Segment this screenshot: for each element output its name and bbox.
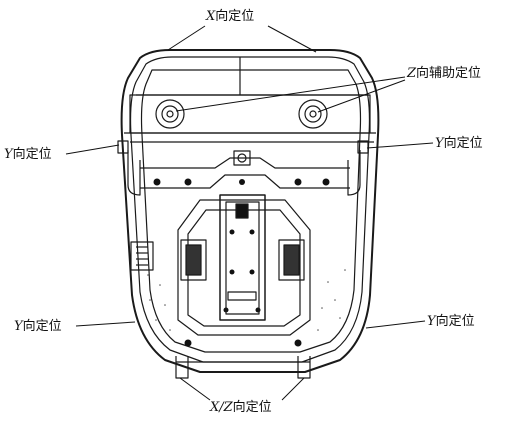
label-y-left-lower: Y向定位	[14, 319, 62, 334]
leader-z-right	[317, 79, 406, 113]
center-nub	[233, 150, 251, 166]
label-z-aux: Z向辅助定位	[407, 66, 482, 81]
center-bracket	[219, 194, 266, 321]
module-right	[278, 239, 305, 281]
y-tab-right	[357, 140, 369, 154]
label-xz-bottom: X/Z向定位	[210, 400, 272, 415]
label-y-right-upper: Y向定位	[435, 136, 483, 151]
housing-outline	[120, 49, 380, 373]
module-left	[180, 239, 207, 281]
left-connector	[130, 241, 154, 271]
label-y-left-upper: Y向定位	[4, 147, 52, 162]
z-pad-left	[155, 99, 185, 129]
leader-y-left-upper	[65, 144, 120, 155]
label-x-top: X向定位	[206, 9, 255, 24]
label-y-right-lower: Y向定位	[427, 314, 475, 329]
bolt-holes	[153, 178, 330, 347]
leader-y-left-lower	[75, 321, 136, 327]
leader-x-top-left	[167, 25, 206, 51]
leader-z-left	[175, 76, 406, 112]
leader-xz-left	[179, 377, 211, 401]
leader-xz-right	[281, 377, 305, 401]
texture-dots	[147, 269, 346, 331]
housing-inner2	[140, 69, 362, 353]
leader-lines	[65, 25, 434, 401]
y-tab-left	[117, 140, 129, 154]
center-label-plate	[227, 291, 257, 301]
leader-y-right-upper	[366, 142, 434, 149]
leader-x-top-right	[267, 25, 317, 53]
z-pad-right	[298, 99, 328, 129]
center-frame	[177, 199, 311, 336]
housing-inner	[129, 56, 371, 363]
leader-y-right-lower	[365, 320, 426, 329]
foot-left	[175, 356, 189, 379]
